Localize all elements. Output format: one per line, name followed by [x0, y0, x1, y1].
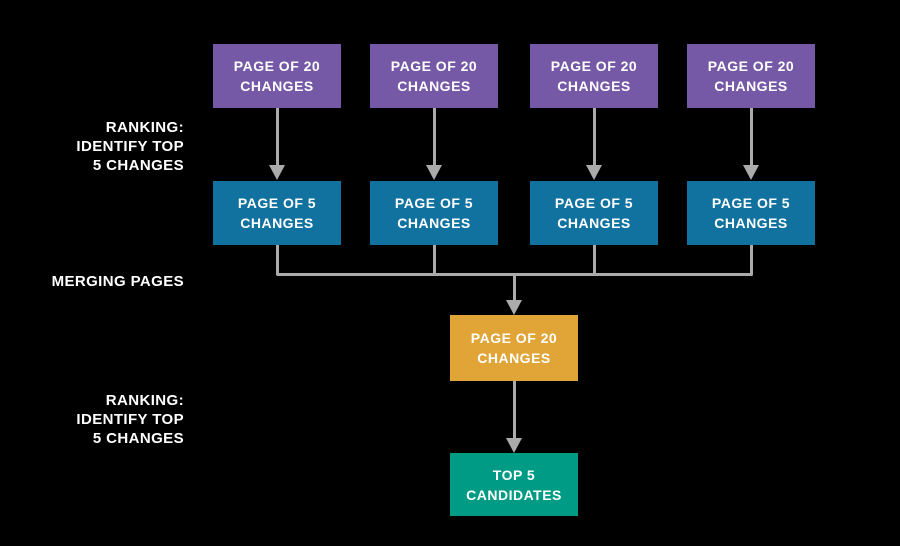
node-label: PAGE OF 20 CHANGES [233, 58, 321, 94]
node-label: PAGE OF 5 CHANGES [554, 195, 634, 231]
label-line: RANKING: [105, 119, 184, 136]
label-ranking-identify-top: RANKING: IDENTIFY TOP 5 CHANGES [0, 118, 184, 175]
arrow-down-icon [743, 108, 760, 180]
label-line: 5 CHANGES [92, 157, 184, 174]
node-page-of-20-4: PAGE OF 20 CHANGES [687, 44, 815, 108]
node-page-of-5-3: PAGE OF 5 CHANGES [530, 181, 658, 245]
node-top-5-candidates: TOP 5 CANDIDATES [450, 453, 578, 516]
node-label: TOP 5 CANDIDATES [466, 466, 562, 503]
merge-connector-line [432, 245, 436, 274]
label-merging-pages: MERGING PAGES [51, 273, 184, 290]
node-label: PAGE OF 5 CHANGES [237, 195, 317, 231]
node-page-of-20-3: PAGE OF 20 CHANGES [530, 44, 658, 108]
label-line: IDENTIFY TOP [76, 138, 184, 155]
merge-connector-line [275, 245, 279, 274]
node-label: PAGE OF 20 CHANGES [390, 58, 478, 94]
arrow-down-icon [269, 108, 286, 180]
node-page-of-20-2: PAGE OF 20 CHANGES [370, 44, 498, 108]
arrow-down-icon [506, 275, 523, 315]
merge-connector-line [592, 245, 596, 274]
node-label: PAGE OF 20 CHANGES [707, 58, 795, 94]
arrow-down-icon [506, 381, 523, 453]
arrow-down-icon [586, 108, 603, 180]
label-ranking-identify-bottom: RANKING: IDENTIFY TOP 5 CHANGES [0, 391, 184, 448]
node-merged-page-of-20: PAGE OF 20 CHANGES [450, 315, 578, 381]
label-line: IDENTIFY TOP [76, 411, 184, 428]
node-page-of-5-1: PAGE OF 5 CHANGES [213, 181, 341, 245]
node-label: PAGE OF 20 CHANGES [470, 330, 558, 366]
label-line: 5 CHANGES [92, 430, 184, 447]
node-label: PAGE OF 5 CHANGES [711, 195, 791, 231]
label-line: RANKING: [105, 392, 184, 409]
arrow-down-icon [426, 108, 443, 180]
node-label: PAGE OF 5 CHANGES [394, 195, 474, 231]
node-page-of-5-2: PAGE OF 5 CHANGES [370, 181, 498, 245]
merge-connector-line [749, 245, 753, 274]
node-label: PAGE OF 20 CHANGES [550, 58, 638, 94]
merge-connector-bar [275, 273, 753, 276]
node-page-of-20-1: PAGE OF 20 CHANGES [213, 44, 341, 108]
node-page-of-5-4: PAGE OF 5 CHANGES [687, 181, 815, 245]
